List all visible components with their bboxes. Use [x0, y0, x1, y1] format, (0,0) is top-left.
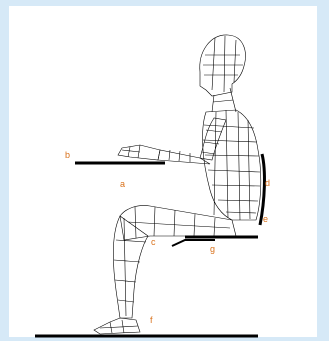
label-d: d — [265, 178, 270, 188]
label-c: c — [151, 237, 156, 247]
chair-support — [172, 240, 215, 246]
label-b: b — [65, 150, 70, 160]
label-a: a — [120, 179, 125, 189]
label-e: e — [263, 214, 268, 224]
label-f: f — [150, 315, 153, 325]
label-g: g — [210, 244, 215, 254]
